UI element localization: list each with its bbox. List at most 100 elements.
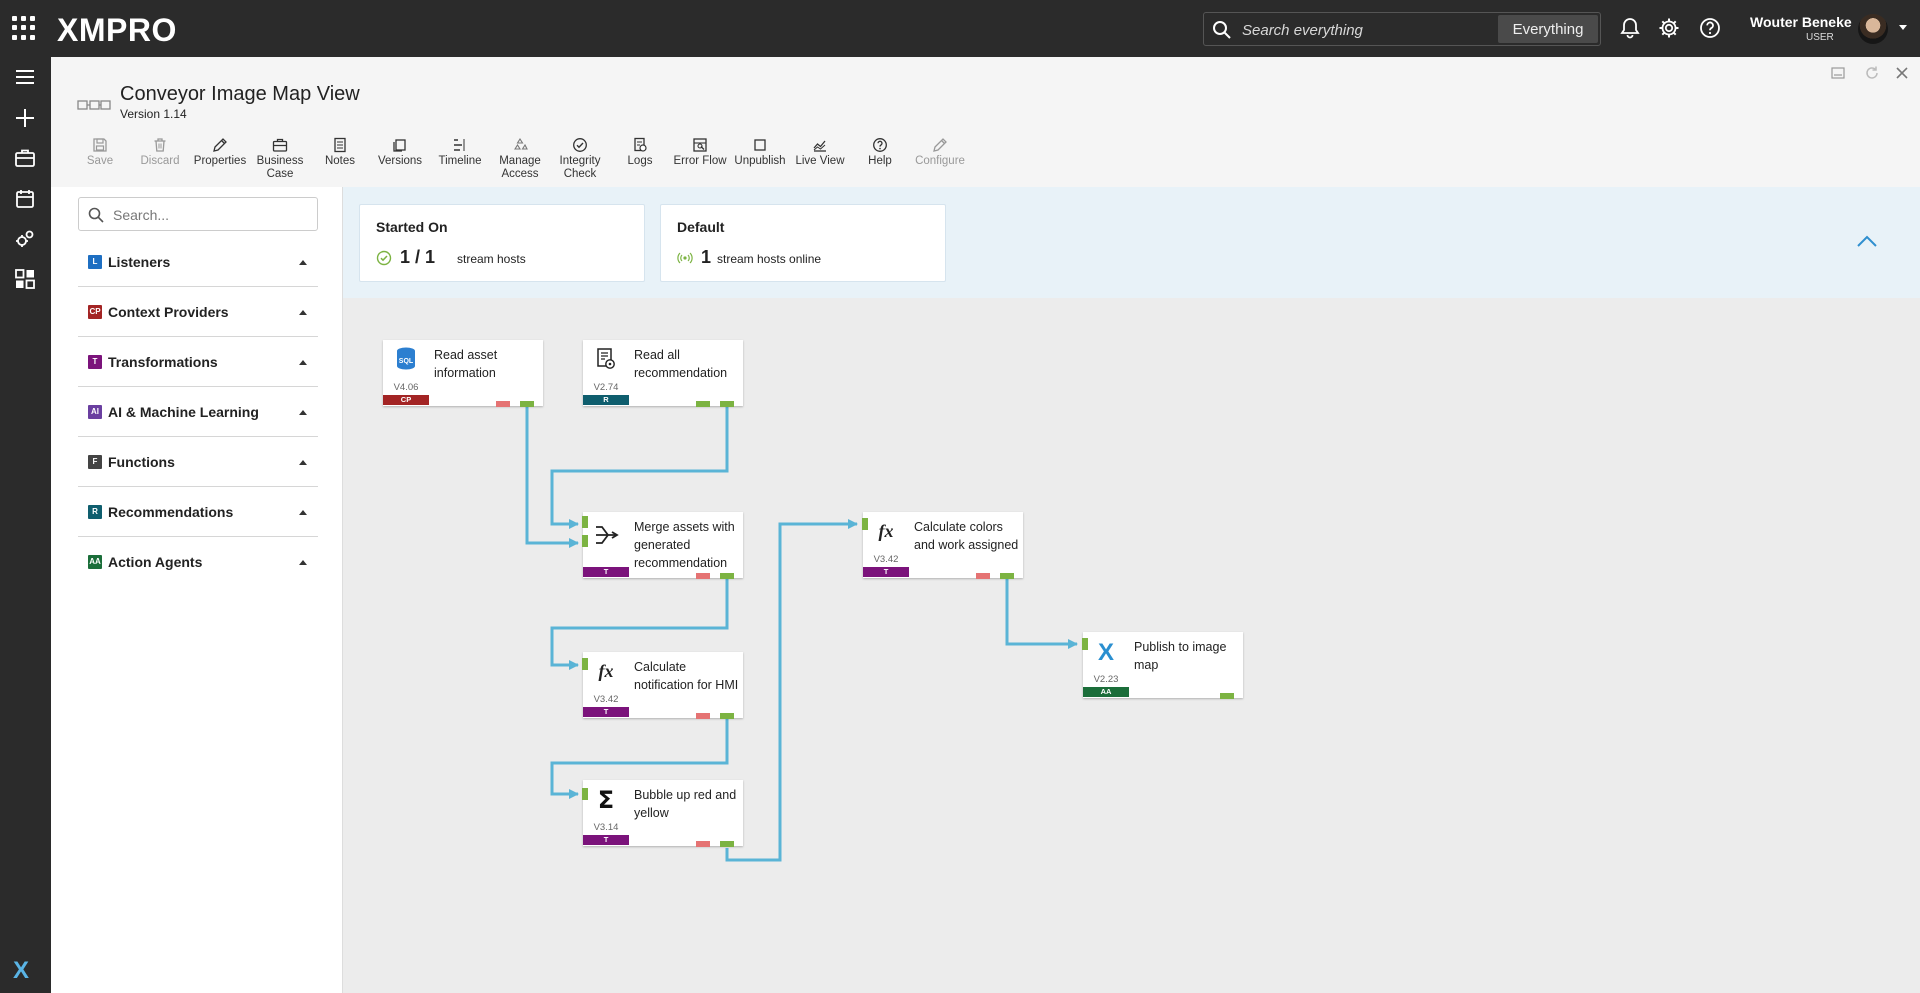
input-port[interactable] bbox=[582, 788, 588, 800]
xmpro-logo[interactable]: XMPRO bbox=[57, 12, 177, 48]
wire[interactable] bbox=[550, 406, 729, 529]
calendar-icon[interactable] bbox=[13, 187, 37, 211]
chevron-up-icon[interactable] bbox=[1856, 234, 1878, 248]
agent-node-calculate-colors[interactable]: fx V3.42 T Calculate colors and work ass… bbox=[862, 512, 1023, 579]
agent-node-merge-assets[interactable]: T Merge assets with generated recommenda… bbox=[582, 512, 743, 579]
error-port[interactable] bbox=[696, 841, 710, 847]
gear-icon[interactable] bbox=[1658, 17, 1680, 39]
category-transformations[interactable]: T Transformations bbox=[78, 337, 318, 387]
refresh-icon[interactable] bbox=[1864, 65, 1880, 81]
close-icon[interactable] bbox=[1894, 65, 1910, 81]
output-port[interactable] bbox=[720, 713, 734, 719]
apps-grid-icon[interactable] bbox=[13, 267, 37, 291]
nav-rail: X bbox=[0, 57, 51, 993]
plus-icon[interactable] bbox=[13, 106, 37, 130]
notes-button[interactable]: Notes bbox=[310, 137, 370, 168]
input-port[interactable] bbox=[582, 658, 588, 670]
error-flow-button[interactable]: Error Flow bbox=[670, 137, 730, 168]
business-case-button[interactable]: Business Case bbox=[250, 137, 310, 181]
versions-button[interactable]: Versions bbox=[370, 137, 430, 168]
category-badge: AA bbox=[88, 555, 102, 569]
agent-node-read-all-recommendation[interactable]: V2.74 R Read all recommendation bbox=[583, 340, 743, 407]
agent-node-read-asset-information[interactable]: SQL V4.06 CP Read asset information bbox=[383, 340, 543, 407]
error-flow-label: Error Flow bbox=[673, 155, 727, 167]
error-port[interactable] bbox=[976, 573, 990, 579]
wire[interactable] bbox=[725, 519, 858, 862]
input-port[interactable] bbox=[582, 535, 588, 547]
wire[interactable] bbox=[1005, 578, 1078, 649]
default-card[interactable]: Default 1 stream hosts online bbox=[660, 204, 946, 282]
node-type-badge: T bbox=[863, 567, 909, 577]
caret-up-icon bbox=[299, 410, 307, 415]
input-port[interactable] bbox=[862, 518, 868, 530]
input-port[interactable] bbox=[1082, 638, 1088, 650]
wire[interactable] bbox=[550, 718, 729, 799]
node-type-badge: AA bbox=[1083, 687, 1129, 697]
minimize-icon[interactable] bbox=[1830, 65, 1846, 81]
output-port[interactable] bbox=[720, 401, 734, 407]
hamburger-menu-icon[interactable] bbox=[13, 65, 37, 89]
output-port[interactable] bbox=[520, 401, 534, 407]
integrity-check-button[interactable]: Integrity Check bbox=[550, 137, 610, 181]
avatar[interactable] bbox=[1858, 14, 1888, 44]
output-port[interactable] bbox=[1000, 573, 1014, 579]
category-badge: L bbox=[88, 255, 102, 269]
node-type-badge: CP bbox=[383, 395, 429, 405]
category-recommendations[interactable]: R Recommendations bbox=[78, 487, 318, 537]
save-label: Save bbox=[86, 155, 114, 167]
wire[interactable] bbox=[525, 406, 579, 548]
help-button[interactable]: Help bbox=[850, 137, 910, 168]
bell-icon[interactable] bbox=[1619, 17, 1641, 39]
flow-canvas[interactable]: SQL V4.06 CP Read asset information V2.7… bbox=[343, 298, 1920, 993]
recommendation-icon bbox=[597, 348, 615, 369]
agent-node-publish-image-map[interactable]: X V2.23 AA Publish to image map bbox=[1082, 632, 1243, 699]
search-scope-button[interactable]: Everything bbox=[1498, 15, 1598, 43]
palette-search-input[interactable] bbox=[113, 205, 303, 225]
properties-button[interactable]: Properties bbox=[190, 137, 250, 168]
error-port[interactable] bbox=[696, 713, 710, 719]
input-port[interactable] bbox=[582, 516, 588, 528]
category-listeners[interactable]: L Listeners bbox=[78, 237, 318, 287]
output-port[interactable] bbox=[696, 401, 710, 407]
category-action-agents[interactable]: AA Action Agents bbox=[78, 537, 318, 587]
started-on-card[interactable]: Started On 1 / 1 stream hosts bbox=[359, 204, 645, 282]
user-name[interactable]: Wouter Beneke bbox=[1750, 14, 1852, 30]
category-functions[interactable]: F Functions bbox=[78, 437, 318, 487]
unpublish-button[interactable]: Unpublish bbox=[730, 137, 790, 168]
category-badge: F bbox=[88, 455, 102, 469]
category-ai-machine-learning[interactable]: AI AI & Machine Learning bbox=[78, 387, 318, 437]
agent-node-calculate-notification[interactable]: fx V3.42 T Calculate notification for HM… bbox=[582, 652, 743, 719]
node-type-badge: T bbox=[583, 835, 629, 845]
output-port[interactable] bbox=[720, 841, 734, 847]
error-port[interactable] bbox=[496, 401, 510, 407]
category-label: AI & Machine Learning bbox=[108, 404, 259, 420]
output-port[interactable] bbox=[720, 573, 734, 579]
timeline-button[interactable]: Timeline bbox=[430, 137, 490, 168]
node-version: V3.42 bbox=[593, 694, 619, 705]
save-button[interactable]: Save bbox=[70, 137, 130, 168]
help-icon[interactable] bbox=[1699, 17, 1721, 39]
global-search-input[interactable] bbox=[1242, 19, 1492, 41]
logs-button[interactable]: Logs bbox=[610, 137, 670, 168]
output-port[interactable] bbox=[1220, 693, 1234, 699]
manage-access-button[interactable]: Manage Access bbox=[490, 137, 550, 181]
function-icon: fx bbox=[599, 661, 614, 681]
node-title: Bubble up red and yellow bbox=[634, 788, 737, 820]
check-circle-icon bbox=[573, 138, 587, 152]
briefcase-icon[interactable] bbox=[13, 146, 37, 170]
app-launcher-icon[interactable] bbox=[12, 16, 36, 40]
discard-button[interactable]: Discard bbox=[130, 137, 190, 168]
default-count: 1 bbox=[701, 247, 712, 267]
logs-label: Logs bbox=[627, 155, 653, 167]
node-version: V4.06 bbox=[393, 382, 419, 393]
gears-icon[interactable] bbox=[13, 227, 37, 251]
live-view-button[interactable]: Live View bbox=[790, 137, 850, 168]
agent-node-bubble-up[interactable]: Σ V3.14 T Bubble up red and yellow bbox=[582, 780, 743, 847]
node-icon-box: fx V3.42 T bbox=[583, 652, 629, 718]
wire[interactable] bbox=[550, 578, 729, 670]
category-context-providers[interactable]: CP Context Providers bbox=[78, 287, 318, 337]
caret-down-icon[interactable] bbox=[1898, 22, 1908, 32]
configure-button[interactable]: Configure bbox=[910, 137, 970, 168]
started-unit: stream hosts bbox=[457, 252, 526, 266]
error-port[interactable] bbox=[696, 573, 710, 579]
